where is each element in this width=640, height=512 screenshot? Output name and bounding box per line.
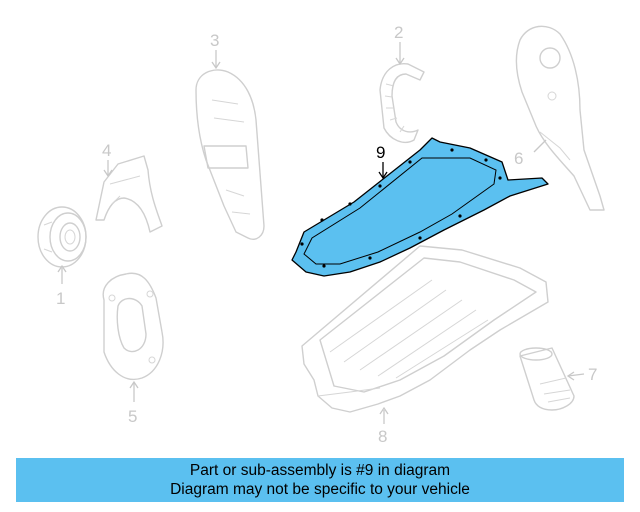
- callout-1: 1: [56, 289, 65, 308]
- part-4-inner-cover: [95, 155, 163, 233]
- leader-6: [533, 139, 547, 153]
- callout-8: 8: [378, 427, 387, 446]
- part-7-oil-filter: [519, 347, 575, 411]
- callout-2: 2: [394, 23, 403, 42]
- gasket-shape: [291, 137, 549, 277]
- banner-line-2: Diagram may not be specific to your vehi…: [170, 481, 470, 498]
- leader-7: [567, 373, 585, 377]
- part-5-backing-plate: [102, 272, 164, 381]
- callout-4: 4: [102, 141, 111, 160]
- callout-leaders: [57, 42, 585, 424]
- info-banner: Part or sub-assembly is #9 in diagram Di…: [16, 458, 624, 502]
- part-3-timing-cover: [195, 69, 265, 240]
- callout-3: 3: [210, 31, 219, 50]
- part-2-timing-belt: [379, 63, 425, 144]
- callout-5: 5: [128, 407, 137, 426]
- callout-6: 6: [514, 149, 523, 168]
- callout-7: 7: [588, 365, 597, 384]
- part-8-oil-pan: [301, 245, 549, 413]
- parts-diagram: 1 2 3 4 5 6 7 8 9: [37, 23, 605, 446]
- part-1-crank-pulley: [37, 206, 87, 268]
- part-6-lower-cover: [515, 25, 605, 211]
- part-9-oil-pan-gasket: [291, 137, 549, 277]
- callout-9: 9: [376, 143, 385, 162]
- banner-line-1: Part or sub-assembly is #9 in diagram: [189, 462, 451, 479]
